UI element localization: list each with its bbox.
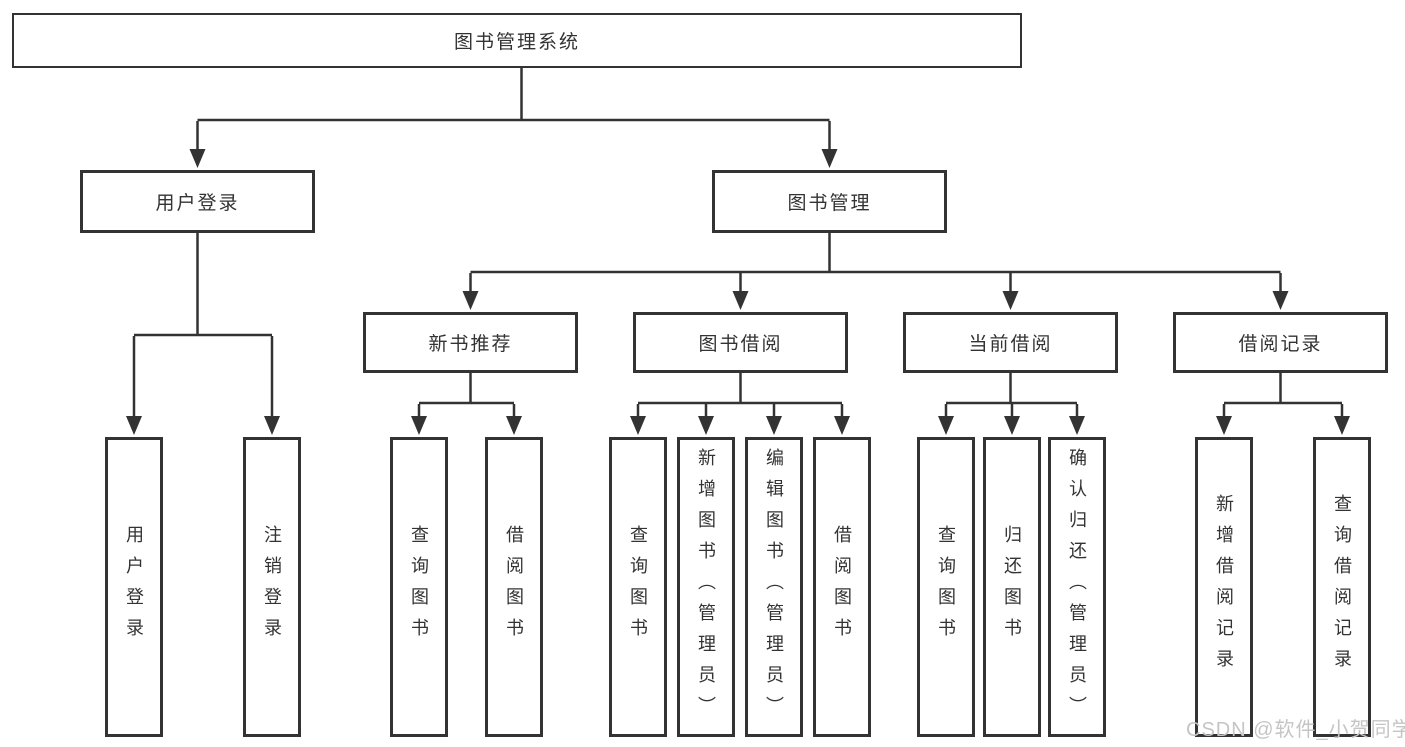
leaf-logout: 注销登录 [243, 437, 301, 737]
node-book-management: 图书管理 [712, 170, 947, 233]
leaf-label: 新增图书（管理员） [696, 447, 716, 727]
leaf-borrowing-borrow-books: 借阅图书 [813, 437, 871, 737]
node-new-book-recommend: 新书推荐 [363, 312, 578, 373]
leaf-label: 查询图书 [409, 525, 429, 649]
node-label: 用户登录 [155, 193, 240, 214]
leaf-label: 归还图书 [1002, 525, 1022, 649]
leaf-label: 确认归还（管理员） [1067, 447, 1087, 727]
leaf-label: 查询图书 [628, 525, 648, 649]
leaf-label: 查询借阅记录 [1332, 494, 1352, 680]
leaf-label: 编辑图书（管理员） [764, 447, 784, 727]
node-label: 图书管理 [787, 193, 872, 214]
node-user-login: 用户登录 [80, 170, 315, 233]
leaf-records-add-borrow-record: 新增借阅记录 [1195, 437, 1253, 737]
leaf-borrowing-edit-books-admin: 编辑图书（管理员） [745, 437, 803, 737]
leaf-current-confirm-return-admin: 确认归还（管理员） [1048, 437, 1106, 737]
node-label: 当前借阅 [968, 334, 1053, 355]
node-label: 新书推荐 [428, 334, 513, 355]
csdn-watermark: CSDN @软件_小贺同学 [1186, 719, 1405, 741]
node-label: 借阅记录 [1238, 334, 1323, 355]
leaf-borrowing-query-books: 查询图书 [609, 437, 667, 737]
node-label: 图书管理系统 [453, 32, 580, 53]
node-current-borrowing: 当前借阅 [903, 312, 1118, 373]
leaf-records-query-borrow-record: 查询借阅记录 [1313, 437, 1371, 737]
leaf-label: 借阅图书 [832, 525, 852, 649]
leaf-label: 查询图书 [936, 525, 956, 649]
connector-trunks [134, 68, 1342, 405]
leaf-label: 用户登录 [124, 525, 144, 649]
leaf-label: 借阅图书 [504, 525, 524, 649]
leaf-recommend-query-books: 查询图书 [390, 437, 448, 737]
leaf-label: 新增借阅记录 [1214, 494, 1234, 680]
node-book-borrowing: 图书借阅 [633, 312, 848, 373]
leaf-borrowing-add-books-admin: 新增图书（管理员） [677, 437, 735, 737]
node-label: 图书借阅 [698, 334, 783, 355]
node-borrowing-records: 借阅记录 [1173, 312, 1388, 373]
leaf-user-login: 用户登录 [105, 437, 163, 737]
leaf-label: 注销登录 [262, 525, 282, 649]
leaf-recommend-borrow-books: 借阅图书 [485, 437, 543, 737]
leaf-current-query-books: 查询图书 [917, 437, 975, 737]
node-library-system: 图书管理系统 [12, 13, 1022, 68]
leaf-current-return-books: 归还图书 [983, 437, 1041, 737]
